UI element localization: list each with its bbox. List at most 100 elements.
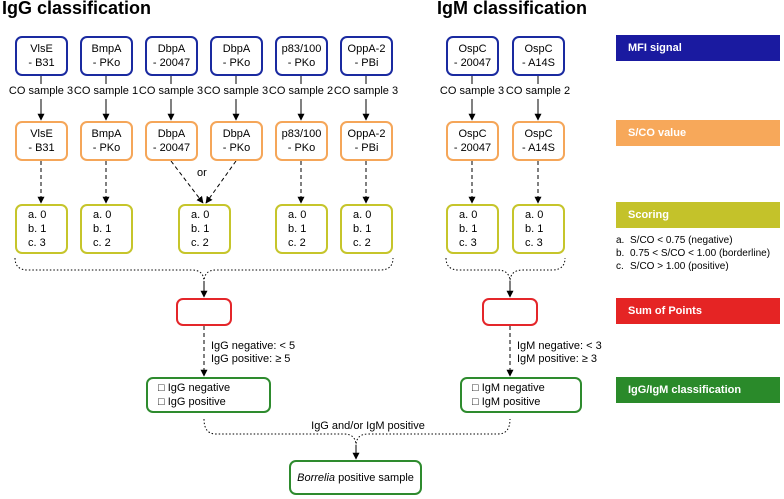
- note-text: S/CO > 1.00 (positive): [630, 261, 729, 272]
- co-label: CO sample 3: [203, 85, 269, 97]
- mfi-box-bmpa-pko: BmpA - PKo: [80, 36, 133, 76]
- sco-box-ospc-20047: OspC - 20047: [446, 121, 499, 161]
- antigen-strain: - 20047: [152, 57, 191, 69]
- mfi-box-vlse-b31: VlsE - B31: [15, 36, 68, 76]
- co-label: CO sample 2: [505, 85, 571, 97]
- antigen-strain: - PKo: [287, 57, 316, 69]
- genus-name: Borrelia: [297, 471, 336, 484]
- score-c: c. 2: [93, 237, 111, 249]
- antigen-name: DbpA: [222, 43, 251, 55]
- legend-classification: IgG/IgM classification: [616, 377, 780, 403]
- antigen-name: OppA-2: [347, 43, 386, 55]
- legend-sum-of-points: Sum of Points: [616, 298, 780, 324]
- antigen-name: BmpA: [91, 43, 122, 55]
- mfi-box-p83-pko: p83/100 - PKo: [275, 36, 328, 76]
- sco-box-bmpa-pko: BmpA - PKo: [80, 121, 133, 161]
- sco-box-oppa2-pbi: OppA-2 - PBi: [340, 121, 393, 161]
- score-b: b. 1: [191, 223, 210, 235]
- igm-negative-threshold: IgM negative: < 3: [517, 340, 602, 352]
- note-text: 0.75 < S/CO < 1.00 (borderline): [630, 248, 771, 259]
- igg-positive-option: □ IgG positive: [158, 396, 226, 408]
- co-label: CO sample 1: [73, 85, 139, 97]
- igm-positive-option: □ IgM positive: [472, 396, 541, 408]
- antigen-strain: - PKo: [92, 142, 121, 154]
- igm-classification-box: □ IgM negative □ IgM positive: [460, 377, 582, 413]
- mfi-box-dbpa-pko: DbpA - PKo: [210, 36, 263, 76]
- score-c: c. 2: [191, 237, 209, 249]
- antigen-strain: - PKo: [92, 57, 121, 69]
- co-label: CO sample 3: [8, 85, 74, 97]
- co-label: CO sample 3: [439, 85, 505, 97]
- antigen-strain: - PBi: [354, 142, 379, 154]
- sco-box-dbpa-pko: DbpA - PKo: [210, 121, 263, 161]
- antigen-strain: - PKo: [222, 142, 251, 154]
- igg-score-brace: [14, 257, 394, 283]
- score-b: b. 1: [288, 223, 307, 235]
- antigen-name: DbpA: [157, 43, 186, 55]
- igg-classification-box: □ IgG negative □ IgG positive: [146, 377, 271, 413]
- scoring-note-a: a.S/CO < 0.75 (negative): [616, 235, 733, 247]
- igg-title: IgG classification: [2, 0, 152, 18]
- antigen-name: OppA-2: [347, 128, 386, 140]
- score-c: c. 2: [288, 237, 306, 249]
- co-label: CO sample 2: [268, 85, 334, 97]
- antigen-strain: - PKo: [222, 57, 251, 69]
- or-label: or: [197, 167, 207, 179]
- score-a: a. 0: [28, 209, 47, 221]
- final-result-text: Borrelia positive sample: [297, 471, 414, 485]
- score-box-ospc-a14s: a. 0 b. 1 c. 3: [512, 204, 565, 254]
- score-a: a. 0: [353, 209, 372, 221]
- sco-box-ospc-a14s: OspC - A14S: [512, 121, 565, 161]
- antigen-name: OspC: [458, 43, 487, 55]
- antigen-name: VlsE: [30, 43, 53, 55]
- score-b: b. 1: [525, 223, 544, 235]
- dbpa-20047-to-score-arrow: [170, 160, 204, 204]
- antigen-name: DbpA: [222, 128, 251, 140]
- final-result-box: Borrelia positive sample: [289, 460, 422, 495]
- score-box-ospc-20047: a. 0 b. 1 c. 3: [446, 204, 499, 254]
- antigen-name: p83/100: [281, 128, 322, 140]
- igg-negative-threshold: IgG negative: < 5: [211, 340, 296, 352]
- score-box-oppa2: a. 0 b. 1 c. 2: [340, 204, 393, 254]
- antigen-strain: - A14S: [521, 57, 556, 69]
- mfi-box-ospc-20047: OspC - 20047: [446, 36, 499, 76]
- antigen-strain: - B31: [28, 142, 55, 154]
- legend-mfi-signal: MFI signal: [616, 35, 780, 61]
- mfi-box-ospc-a14s: OspC - A14S: [512, 36, 565, 76]
- antigen-name: VlsE: [30, 128, 53, 140]
- score-b: b. 1: [353, 223, 372, 235]
- co-label: CO sample 3: [333, 85, 399, 97]
- score-box-vlse: a. 0 b. 1 c. 3: [15, 204, 68, 254]
- score-box-bmpa: a. 0 b. 1 c. 2: [80, 204, 133, 254]
- score-c: c. 3: [459, 237, 477, 249]
- sco-box-vlse-b31: VlsE - B31: [15, 121, 68, 161]
- score-c: c. 3: [525, 237, 543, 249]
- antigen-strain: - 20047: [453, 57, 492, 69]
- score-box-p83: a. 0 b. 1 c. 2: [275, 204, 328, 254]
- score-a: a. 0: [525, 209, 544, 221]
- score-b: b. 1: [28, 223, 47, 235]
- note-key: a.: [616, 235, 625, 246]
- final-result-rest: positive sample: [335, 471, 414, 484]
- antigen-strain: - A14S: [521, 142, 556, 154]
- igm-title: IgM classification: [437, 0, 588, 18]
- dbpa-pko-to-score-arrow: [205, 160, 237, 204]
- score-b: b. 1: [459, 223, 478, 235]
- igg-negative-option: □ IgG negative: [158, 382, 231, 394]
- score-box-dbpa: a. 0 b. 1 c. 2: [178, 204, 231, 254]
- igm-score-brace: [445, 257, 566, 283]
- note-key: b.: [616, 248, 625, 259]
- note-key: c.: [616, 261, 624, 272]
- antigen-name: OspC: [524, 43, 553, 55]
- antigen-strain: - PBi: [354, 57, 379, 69]
- antigen-strain: - 20047: [152, 142, 191, 154]
- antigen-strain: - 20047: [453, 142, 492, 154]
- score-c: c. 3: [28, 237, 46, 249]
- co-label: CO sample 3: [138, 85, 204, 97]
- score-c: c. 2: [353, 237, 371, 249]
- igm-sum-box: [482, 298, 538, 326]
- score-b: b. 1: [93, 223, 112, 235]
- scoring-note-b: b. 0.75 < S/CO < 1.00 (borderline): [616, 248, 770, 260]
- legend-sco-value: S/CO value: [616, 120, 780, 146]
